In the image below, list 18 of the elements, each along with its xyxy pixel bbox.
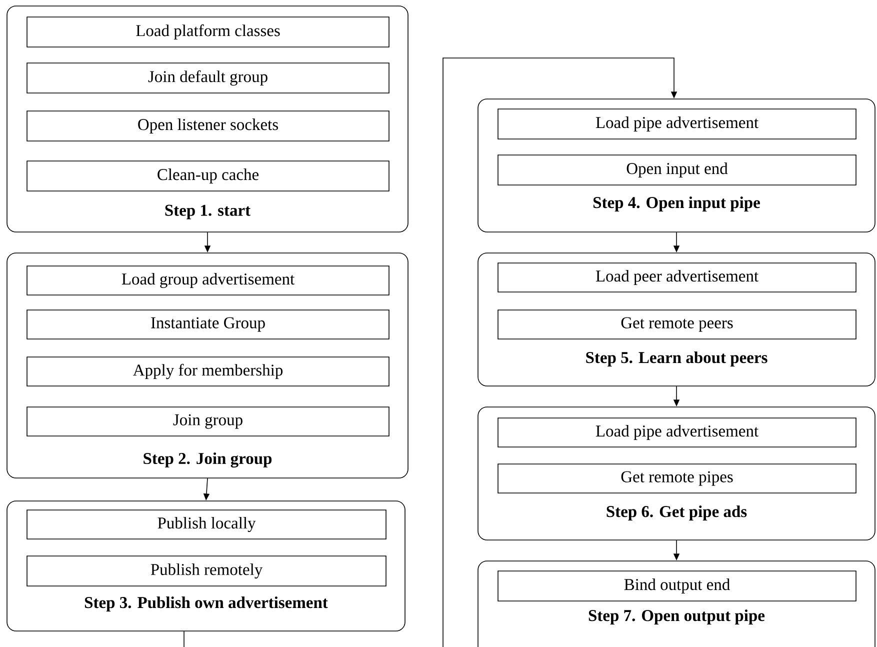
task-box: Join default group [26, 62, 390, 94]
task-box: Apply for membership [26, 356, 390, 386]
task-box: Load group advertisement [26, 266, 390, 296]
task-box: Load pipe advertisement [498, 108, 856, 140]
task-box: Join group [26, 406, 390, 436]
task-box: Open listener sockets [26, 110, 390, 142]
task-box: Get remote pipes [498, 464, 856, 494]
task-box: Load pipe advertisement [498, 418, 856, 448]
task-box: Publish locally [26, 510, 386, 540]
task-box: Load platform classes [26, 16, 390, 48]
arrow [442, 58, 678, 647]
task-box: Get remote peers [498, 310, 856, 340]
task-box: Load peer advertisement [498, 262, 856, 292]
task-box: Clean-up cache [26, 160, 390, 192]
task-box: Instantiate Group [26, 310, 390, 340]
task-box: Open input end [498, 154, 856, 186]
task-box: Bind output end [498, 570, 856, 602]
task-box: Publish remotely [26, 556, 386, 586]
